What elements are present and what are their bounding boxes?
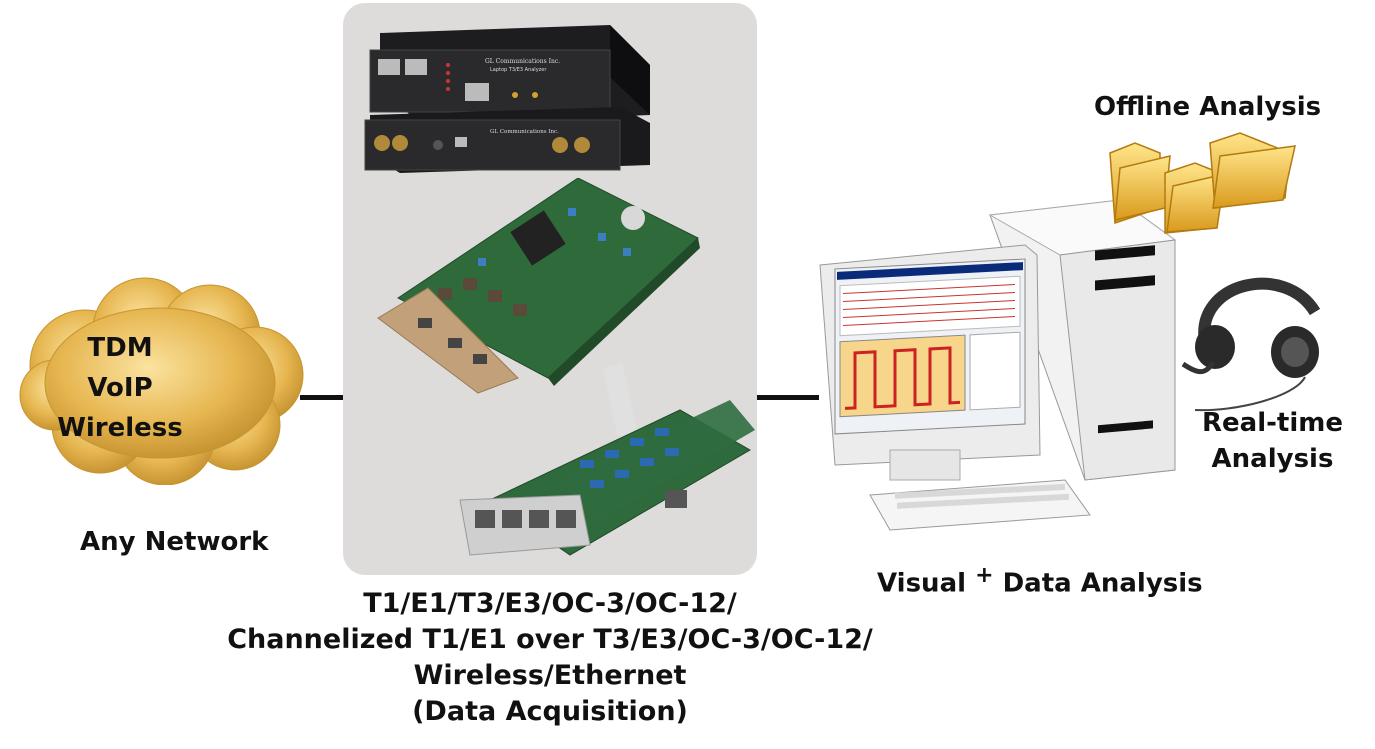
connector-right bbox=[757, 395, 819, 400]
realtime-line-2: Analysis bbox=[1211, 444, 1334, 474]
network-cloud-icon bbox=[19, 277, 304, 485]
headset-icon bbox=[1181, 277, 1321, 412]
svg-text:GL Communications Inc.: GL Communications Inc. bbox=[490, 129, 559, 135]
cloud-label-tdm: TDM bbox=[87, 333, 153, 363]
connector-left bbox=[300, 395, 345, 400]
caption-line-4: (Data Acquisition) bbox=[412, 696, 688, 727]
pcie-card-icon bbox=[377, 178, 700, 394]
interfaces-caption: T1/E1/T3/E3/OC-3/OC-12/ Channelized T1/E… bbox=[150, 586, 950, 730]
visual-data-analysis-label: Visual + Data Analysis bbox=[877, 563, 1203, 599]
cloud-label-wireless: Wireless bbox=[57, 413, 183, 443]
caption-line-1: T1/E1/T3/E3/OC-3/OC-12/ bbox=[363, 588, 737, 619]
visual-prefix: Visual bbox=[877, 568, 967, 599]
offline-analysis-label: Offline Analysis bbox=[1094, 92, 1322, 122]
realtime-line-1: Real-time bbox=[1202, 408, 1343, 438]
computer-icon bbox=[819, 199, 1177, 531]
any-network-caption: Any Network bbox=[80, 527, 269, 557]
visual-suffix: Data Analysis bbox=[1002, 568, 1203, 599]
analyzer-brand-text: GL Communications Inc. bbox=[485, 58, 560, 65]
cloud-label-voip: VoIP bbox=[87, 373, 153, 403]
folder-icon bbox=[1109, 132, 1296, 234]
analyzer-box-icon: GL Communications Inc. Laptop T3/E3 Anal… bbox=[364, 25, 650, 173]
caption-line-3: Wireless/Ethernet bbox=[413, 660, 687, 691]
caption-line-2: Channelized T1/E1 over T3/E3/OC-3/OC-12/ bbox=[227, 624, 873, 655]
pcie-card-icon-2 bbox=[459, 363, 755, 556]
plus-sign: + bbox=[975, 563, 994, 588]
analyzer-model-text: Laptop T3/E3 Analyzer bbox=[490, 67, 547, 73]
cloud-labels: TDM VoIP Wireless bbox=[20, 328, 220, 448]
realtime-analysis-label: Real-time Analysis bbox=[1200, 405, 1345, 477]
